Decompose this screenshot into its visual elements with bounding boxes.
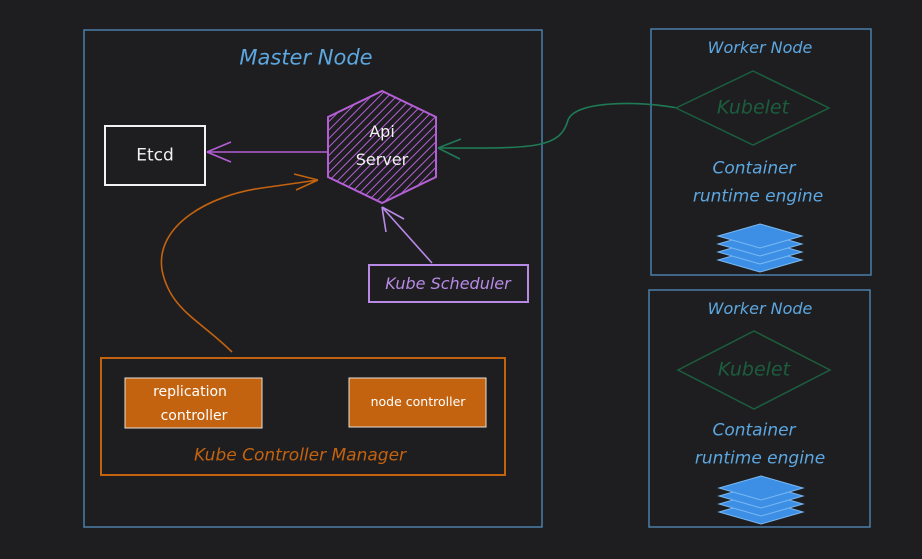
controller-manager-title: Kube Controller Manager xyxy=(193,445,407,466)
replication-controller-label-line1: replication xyxy=(153,384,227,400)
kubelet-diamond-2 xyxy=(676,330,832,410)
kubelet-diamond-1 xyxy=(674,70,831,146)
kubelet-label-2: Kubelet xyxy=(717,358,791,381)
scheduler-to-api-arrow xyxy=(381,206,433,264)
worker-node-box-2 xyxy=(648,289,871,528)
replication-controller-label-line2: controller xyxy=(160,408,228,424)
kube-scheduler-label: Kube Scheduler xyxy=(385,274,511,293)
controller-to-api-arrow xyxy=(160,173,319,353)
container-runtime-label-1-line2: runtime engine xyxy=(692,186,824,207)
container-layers-icon-2 xyxy=(717,475,805,525)
replication-controller-box xyxy=(124,377,263,429)
worker-node-title-1: Worker Node xyxy=(707,38,813,57)
kube-scheduler-box xyxy=(368,264,529,303)
api-server-hexagon xyxy=(327,89,437,205)
worker-node-box-1 xyxy=(650,28,872,276)
etcd-label: Etcd xyxy=(136,145,174,166)
node-controller-box xyxy=(348,377,487,428)
kubelet-to-api-arrow xyxy=(437,102,679,160)
api-server-label-line2: Server xyxy=(355,150,409,169)
master-node-title: Master Node xyxy=(239,45,373,70)
controller-manager-box xyxy=(100,357,506,476)
container-layers-icon-1 xyxy=(716,223,804,273)
worker-node-title-2: Worker Node xyxy=(707,299,813,318)
kubelet-label-1: Kubelet xyxy=(716,96,790,119)
master-node-box xyxy=(83,29,543,528)
container-runtime-label-2-line2: runtime engine xyxy=(694,448,826,469)
node-controller-label: node controller xyxy=(370,393,466,409)
container-runtime-label-2-line1: Container xyxy=(712,420,796,441)
etcd-box xyxy=(104,125,206,186)
api-server-label-line1: Api xyxy=(369,122,395,141)
container-runtime-label-1-line1: Container xyxy=(712,158,796,179)
api-to-etcd-arrow xyxy=(206,141,327,163)
